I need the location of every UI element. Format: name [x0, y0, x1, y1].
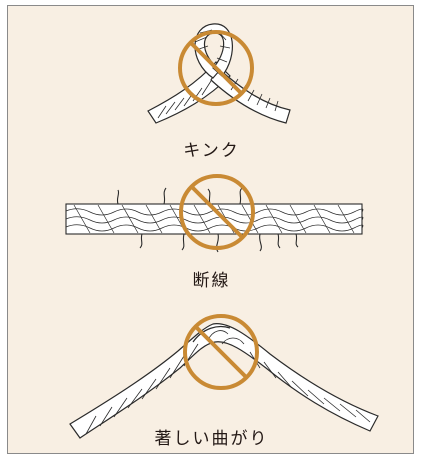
- kink-prohibition-icon: [178, 30, 254, 106]
- kink-label: キンク: [183, 141, 240, 161]
- illustrations: [65, 23, 379, 439]
- broken-wire-prohibition-icon: [179, 174, 255, 250]
- bent-rope-illustration: [69, 323, 379, 439]
- bend-prohibition-icon: [183, 314, 259, 390]
- broken-wire-rope-illustration: [65, 187, 364, 253]
- rope-defects-panel: キンク 断線 著しい曲がり: [7, 5, 414, 454]
- broken-wire-label: 断線: [192, 271, 231, 291]
- bend-label: 著しい曲がり: [154, 429, 269, 449]
